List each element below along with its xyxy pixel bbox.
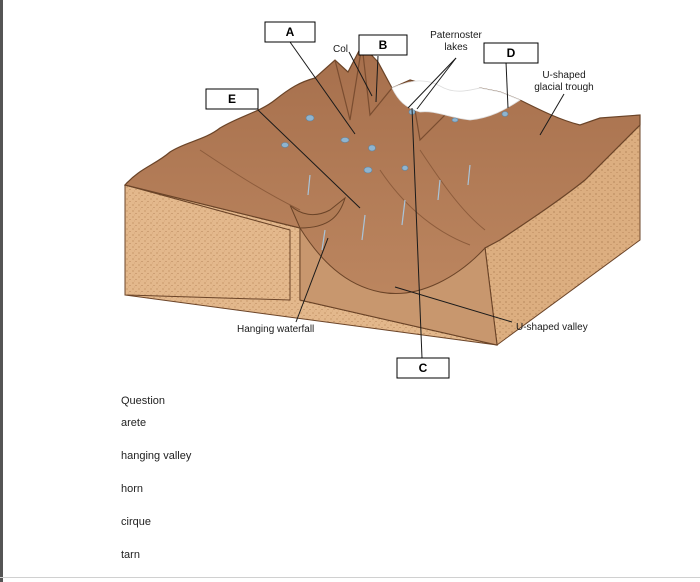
label-d: D <box>484 43 538 63</box>
svg-text:A: A <box>286 25 295 39</box>
answer-option[interactable]: cirque <box>121 516 191 549</box>
paternoster-lakes-annotation-line1: Paternoster <box>430 30 482 41</box>
label-e: E <box>206 89 258 109</box>
u-shaped-trough-annotation-line1: U-shaped <box>542 70 585 81</box>
label-a: A <box>265 22 315 42</box>
u-shaped-trough-annotation-line2: glacial trough <box>534 82 593 93</box>
svg-text:B: B <box>379 38 388 52</box>
col-annotation: Col <box>333 44 348 55</box>
answer-option[interactable]: horn <box>121 483 191 516</box>
hanging-waterfall-annotation: Hanging waterfall <box>237 324 314 335</box>
paternoster-lakes-annotation-line2: lakes <box>444 42 467 53</box>
bottom-divider <box>0 577 700 578</box>
svg-text:D: D <box>507 46 516 60</box>
answer-option[interactable]: hanging valley <box>121 450 191 483</box>
label-b: B <box>359 35 407 55</box>
question-block: Question arete hanging valley horn cirqu… <box>121 395 191 582</box>
label-c: C <box>397 358 449 378</box>
svg-text:C: C <box>419 361 428 375</box>
answer-option[interactable]: arete <box>121 417 191 450</box>
svg-text:E: E <box>228 92 236 106</box>
u-shaped-valley-annotation: U-shaped valley <box>516 322 588 333</box>
question-title: Question <box>121 395 191 407</box>
glacial-landscape-diagram: A B D E C Col Paternoster lakes U-shaped… <box>0 0 700 400</box>
